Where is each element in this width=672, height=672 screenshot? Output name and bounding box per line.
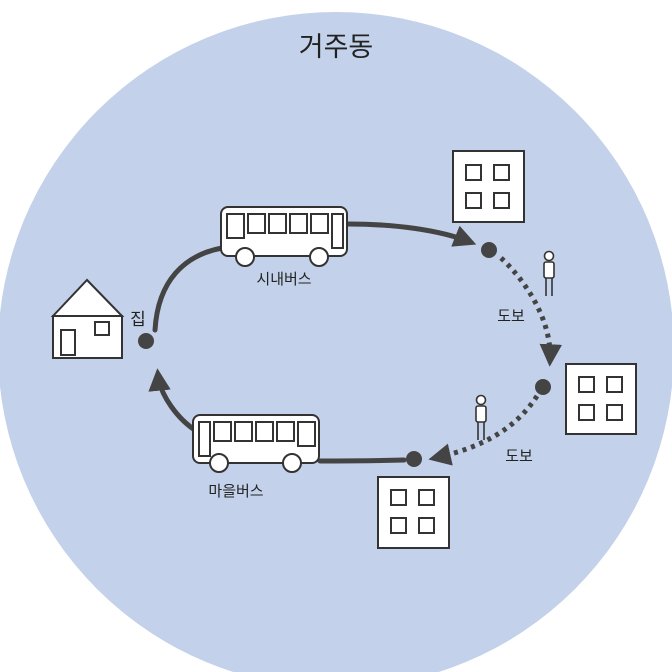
village-bus-stop-dot xyxy=(406,451,422,467)
home-stop-dot xyxy=(138,333,154,349)
village-bus-label: 마을버스 xyxy=(208,482,263,500)
route-stop-to-village-bus xyxy=(317,457,407,464)
walk-label-top: 도보 xyxy=(497,307,525,325)
building-icon-top xyxy=(452,150,525,223)
walk-label-bottom: 도보 xyxy=(505,447,533,465)
house-icon xyxy=(50,278,125,359)
home-label: 집 xyxy=(130,310,146,330)
village-bus-icon xyxy=(192,414,320,473)
area-title: 거주동 xyxy=(299,32,374,63)
city-bus-label: 시내버스 xyxy=(256,270,311,288)
walk-stop-dot xyxy=(535,379,551,395)
building-icon-bottom xyxy=(377,476,450,549)
person-icon-bottom xyxy=(475,394,487,440)
building-icon-right xyxy=(565,363,637,435)
city-bus-icon xyxy=(220,206,348,267)
route-city-bus-arrow xyxy=(345,221,477,247)
city-bus-stop-dot xyxy=(481,242,497,258)
person-icon-top xyxy=(543,250,555,296)
route-home-to-city-bus xyxy=(152,245,225,333)
route-walk-top xyxy=(499,256,563,367)
